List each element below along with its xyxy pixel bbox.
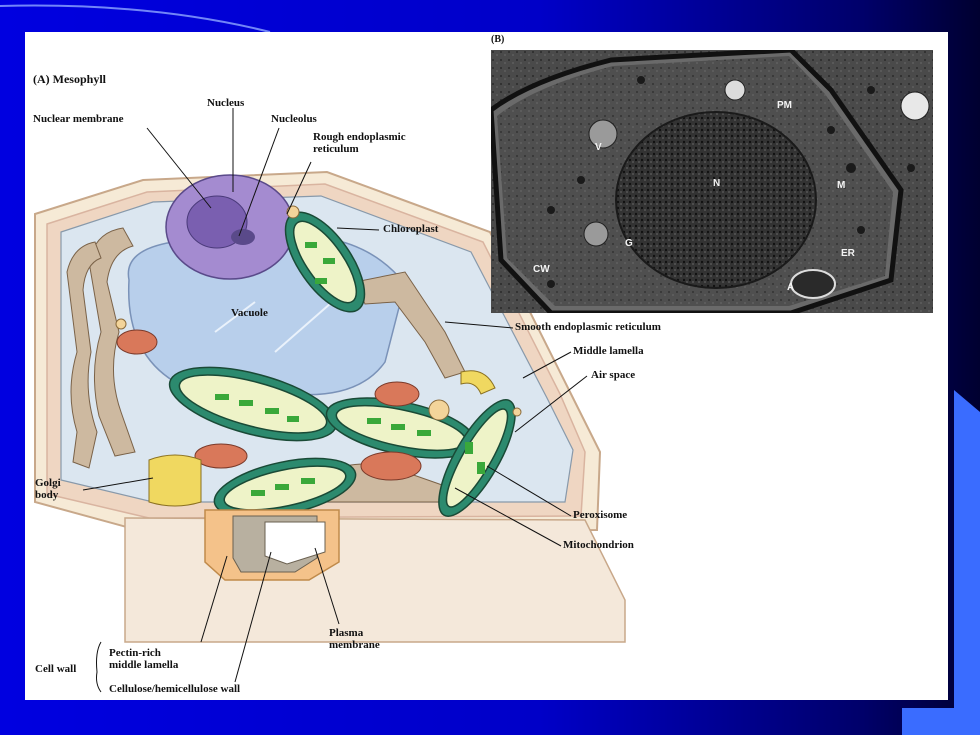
figure-panel: (A) Mesophyll Nucleus Nuclear membrane N… (25, 32, 948, 700)
label-rough-er: Rough endoplasmic (313, 131, 406, 143)
nucleus-shape (165, 174, 295, 280)
electron-micrograph: PM V N M G ER CW A (491, 50, 933, 313)
adjacent-cell (124, 517, 626, 643)
label-cellulose: Cellulose/hemicellulose wall (109, 683, 241, 695)
micro-label-er: ER (841, 248, 855, 259)
label-air-space: Air space (591, 369, 636, 381)
micrograph-nucleus (615, 111, 817, 289)
leader-lines (82, 108, 588, 693)
micro-label-v: V (595, 142, 602, 153)
panel-b-title: (B) (491, 34, 505, 45)
label-nuclear-membrane: Nuclear membrane (33, 113, 124, 125)
slide-corner-tab (902, 390, 980, 735)
label-peroxisome: Peroxisome (573, 509, 628, 521)
golgi-shape (148, 370, 496, 507)
micro-label-cw: CW (533, 264, 550, 275)
label-vacuole: Vacuole (231, 307, 268, 319)
micro-label-a: A (787, 282, 795, 293)
label-smooth-er: Smooth endoplasmic reticulum (515, 321, 661, 333)
label-golgi-2: body (35, 489, 59, 501)
micro-label-pm: PM (777, 100, 792, 111)
vesicles (115, 205, 522, 421)
label-plasma-membrane: Plasma (329, 627, 364, 639)
label-pectin-2: middle lamella (109, 659, 179, 671)
mitochondria (116, 329, 422, 481)
micro-label-m: M (837, 180, 846, 191)
slide-arc-decoration (0, 4, 271, 33)
thylakoids (215, 242, 485, 496)
label-cell-wall: Cell wall (35, 663, 77, 675)
label-chloroplast: Chloroplast (383, 223, 439, 235)
micrograph-image (491, 50, 933, 313)
micro-label-n: N (713, 178, 721, 189)
label-nucleus: Nucleus (207, 97, 245, 109)
label-plasma-membrane-2: membrane (329, 639, 380, 651)
wall-cutaway (204, 509, 340, 581)
label-mitochondrion: Mitochondrion (563, 539, 634, 551)
label-middle-lamella: Middle lamella (573, 345, 644, 357)
label-golgi: Golgi (35, 477, 61, 489)
panel-a-title: (A) Mesophyll (33, 72, 106, 86)
label-rough-er-2: reticulum (313, 143, 359, 155)
label-pectin: Pectin-rich (109, 647, 161, 659)
micro-label-g: G (625, 238, 633, 249)
cell-diagram (34, 108, 626, 693)
label-nucleolus: Nucleolus (271, 113, 317, 125)
